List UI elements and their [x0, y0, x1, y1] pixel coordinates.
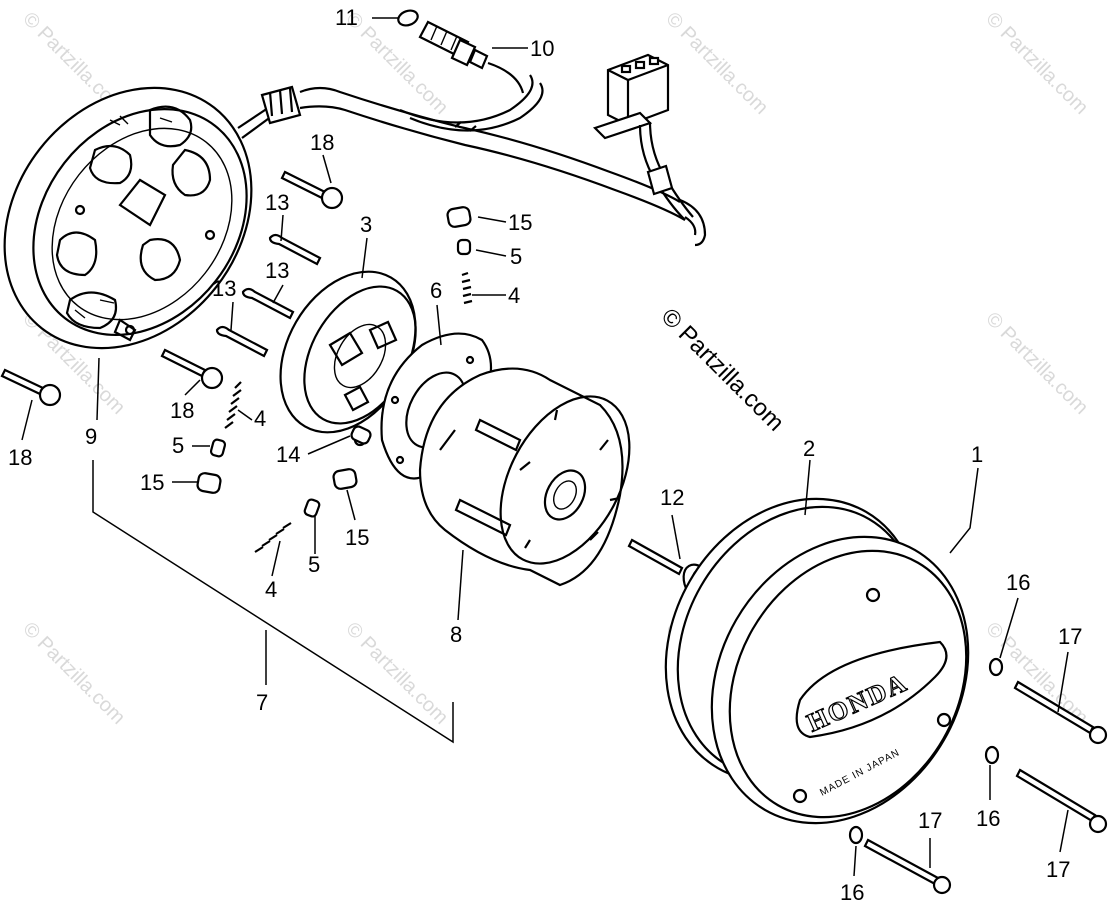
callout-16: 16 [976, 806, 1000, 831]
callout-12: 12 [660, 485, 684, 510]
watermark: © Partzilla.com [981, 308, 1092, 419]
callout-4: 4 [265, 577, 277, 602]
callout-13: 13 [265, 258, 289, 283]
screw-part [241, 287, 295, 320]
callout-16: 16 [1006, 570, 1030, 595]
callout-14: 14 [276, 442, 300, 467]
sensor-part [418, 20, 525, 94]
spring-part [224, 381, 242, 429]
callout-3: 3 [360, 212, 372, 237]
watermark: © Partzilla.com [661, 8, 772, 119]
callout-4: 4 [508, 283, 520, 308]
plunger-part [303, 498, 321, 518]
bolt-part [0, 368, 62, 407]
callout-4: 4 [254, 406, 266, 431]
callout-17: 17 [918, 808, 942, 833]
bolt-part [863, 838, 952, 895]
callout-5: 5 [172, 433, 184, 458]
callout-15: 15 [345, 525, 369, 550]
spring-part [254, 522, 292, 553]
callout-17: 17 [1046, 857, 1070, 882]
bolt-part [1015, 768, 1108, 834]
spring-part [461, 271, 473, 305]
callout-11: 11 [335, 5, 358, 30]
bolt-part [1013, 680, 1108, 745]
housing-part [353, 367, 631, 587]
plunger-part [209, 438, 227, 458]
callout-15: 15 [140, 470, 164, 495]
leader-lines [21, 17, 1069, 877]
wire-harness [237, 53, 707, 247]
callout-13: 13 [265, 190, 289, 215]
callout-16: 16 [840, 880, 864, 905]
callout-18: 18 [170, 398, 194, 423]
callout-5: 5 [510, 244, 522, 269]
watermark: © Partzilla.com [341, 618, 452, 729]
callout-6: 6 [430, 278, 442, 303]
callout-9: 9 [85, 424, 97, 449]
watermark: © Partzilla.com [341, 8, 452, 119]
screw-part [268, 233, 322, 266]
watermark: © Partzilla.com [981, 8, 1092, 119]
washer-part [984, 745, 1000, 765]
washer-part [988, 657, 1004, 677]
bolt-part [160, 348, 224, 390]
copyright-text: © Partzilla.com [656, 303, 789, 436]
callout-2: 2 [803, 436, 815, 461]
callout-10: 10 [530, 36, 554, 61]
callout-18: 18 [8, 445, 32, 470]
callout-1: 1 [971, 442, 983, 467]
callout-8: 8 [450, 622, 462, 647]
stator-part [3, 86, 253, 350]
callout-17: 17 [1058, 624, 1082, 649]
plunger-part [456, 238, 472, 256]
screw-part [215, 325, 269, 358]
callout-18: 18 [310, 130, 334, 155]
cover-part: HONDA MADE IN JAPAN [710, 535, 970, 825]
callout-7: 7 [256, 690, 268, 715]
watermark: © Partzilla.com [18, 618, 129, 729]
o-ring-part [397, 9, 419, 27]
cap-part [446, 206, 472, 228]
callout-13: 13 [212, 276, 236, 301]
bolt-part [280, 170, 344, 210]
cap-part [332, 468, 358, 490]
pin-part [350, 425, 372, 445]
callout-15: 15 [508, 210, 532, 235]
callout-5: 5 [308, 552, 320, 577]
callouts: 1 2 3 4 4 4 5 5 5 6 7 8 9 10 11 12 13 13… [8, 5, 1082, 905]
cap-part [196, 472, 222, 494]
washer-part [848, 825, 864, 845]
